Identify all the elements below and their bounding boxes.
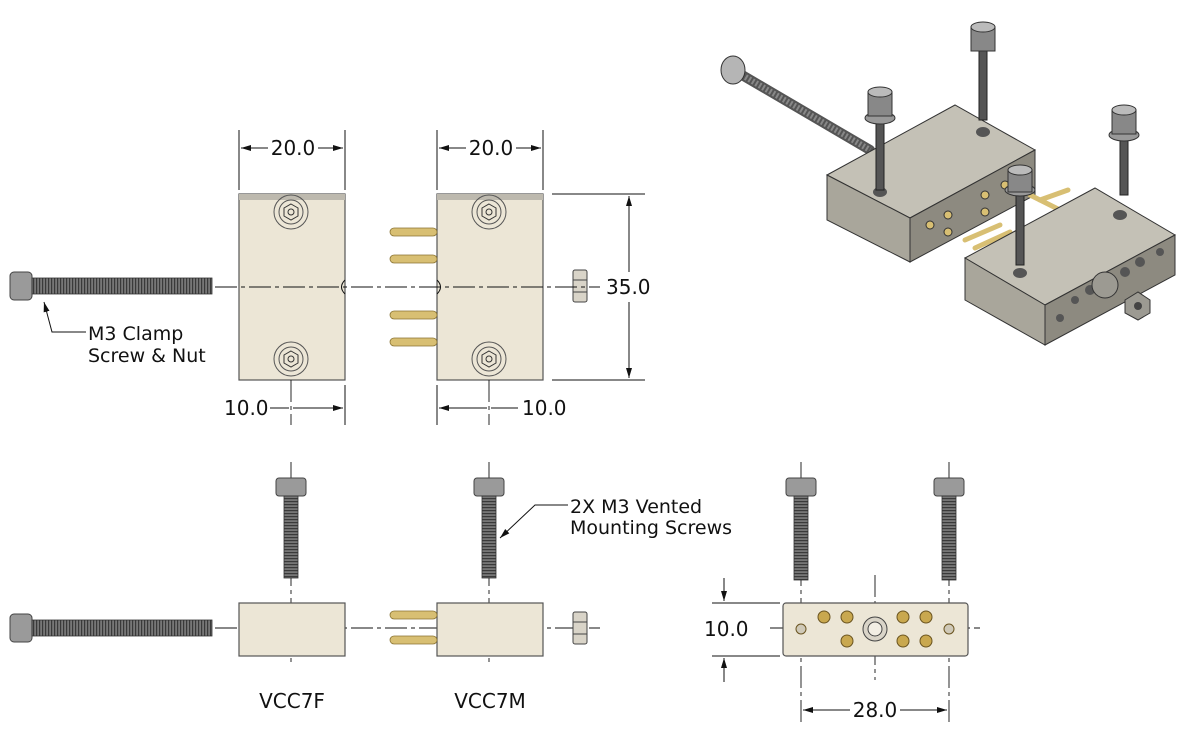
screw-head-icon: [471, 341, 507, 377]
front-view: 2X M3 Vented Mounting Screws VCC7F VCC7M: [9, 462, 732, 713]
nut-icon: [572, 611, 588, 645]
mount-screw-icon: [1108, 104, 1140, 196]
top-view: 20.0 20.0 35.0 10.0 10.0 M3 Clamp Screw …: [9, 130, 651, 425]
contact-pins: [389, 227, 438, 347]
male-offset-dim: 10.0: [522, 396, 567, 420]
contact-pins: [389, 610, 438, 645]
female-block-front: [238, 602, 346, 657]
male-part-label: VCC7M: [454, 689, 526, 713]
port-holes: [795, 610, 955, 648]
mount-screw-icon: [864, 86, 896, 191]
thickness-dim: 10.0: [704, 617, 749, 641]
screw-head-icon: [273, 194, 309, 230]
clamp-callout-line2: Screw & Nut: [88, 345, 206, 367]
mount-screw-icon: [970, 21, 996, 121]
clamp-callout-line1: M3 Clamp: [88, 323, 183, 345]
female-width-dim: 20.0: [271, 136, 316, 160]
female-part-label: VCC7F: [259, 689, 325, 713]
female-offset-dim: 10.0: [224, 396, 269, 420]
side-view: 10.0 28.0: [704, 462, 980, 725]
mount-screw-icon: [275, 477, 307, 579]
screw-head-icon: [273, 341, 309, 377]
mount-screw-icon: [933, 477, 965, 581]
hole-spacing-dim: 28.0: [853, 698, 898, 722]
mount-screw-icon: [473, 477, 505, 579]
mount-callout-line1: 2X M3 Vented: [570, 496, 702, 518]
mount-screw-icon: [1004, 164, 1036, 266]
isometric-view: [720, 21, 1177, 346]
mount-callout-line2: Mounting Screws: [570, 517, 732, 539]
height-dim: 35.0: [606, 275, 651, 299]
screw-head-icon: [471, 194, 507, 230]
male-block-front: [436, 602, 544, 657]
clamp-screw-icon: [9, 271, 213, 301]
nut-icon: [572, 269, 588, 303]
male-width-dim: 20.0: [469, 136, 514, 160]
clamp-screw-icon: [9, 613, 213, 643]
mount-screw-icon: [785, 477, 817, 581]
